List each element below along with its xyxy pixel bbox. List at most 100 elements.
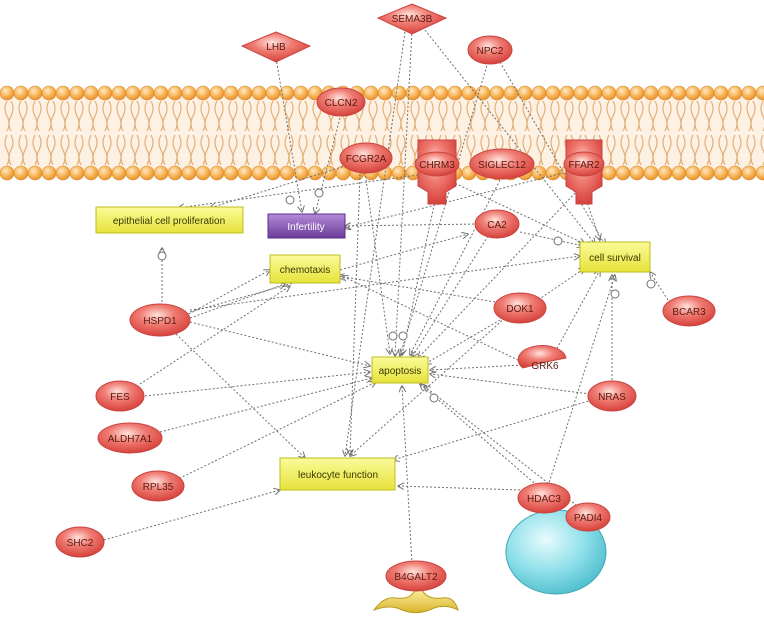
node-label-chrm3: CHRM3 <box>419 160 455 171</box>
edge-grk6-chemotaxis <box>342 276 523 363</box>
node-aldh7a1[interactable]: ALDH7A1 <box>97 422 163 454</box>
inhibit-marker <box>285 195 295 205</box>
node-label-rpl35: RPL35 <box>143 482 174 493</box>
process-label-infertility: Infertility <box>287 222 324 233</box>
node-label-siglec12: SIGLEC12 <box>478 160 526 171</box>
node-b4galt2[interactable]: B4GALT2 <box>385 560 447 592</box>
edge-rpl35-apoptosis <box>171 382 376 483</box>
inhibit-marker <box>429 393 439 403</box>
inhibit-marker <box>157 251 167 261</box>
edge-dok1-apoptosis <box>425 319 501 364</box>
edge-fes-chemotaxis <box>139 286 290 385</box>
node-label-nras: NRAS <box>598 392 626 403</box>
ffar2-receptor[interactable]: FFAR2 <box>563 139 605 205</box>
process-apoptosis[interactable]: apoptosis <box>371 356 429 384</box>
edge-hspd1-chemotaxis-b <box>189 284 285 319</box>
edge-shc2-leukocyte <box>103 490 280 541</box>
edge-bcar3-cell-survival <box>650 272 669 301</box>
process-infertility[interactable]: Infertility <box>267 213 346 239</box>
nodes-ellipses: NPC2 CLCN2 FCGR2A SIGLEC12 CA2 HSPD1 DOK… <box>55 35 716 592</box>
edge-chrm3-epithelial <box>178 174 419 208</box>
node-label-lhb: LHB <box>266 42 286 53</box>
node-grk6[interactable]: GRK6 <box>517 345 567 372</box>
node-label-dok1: DOK1 <box>506 304 534 315</box>
node-label-aldh7a1: ALDH7A1 <box>108 434 153 445</box>
edge-chrm3-apoptosis <box>402 195 437 355</box>
node-label-grk6: GRK6 <box>531 361 559 372</box>
edge-ca2-cell-survival <box>519 231 583 246</box>
node-bcar3[interactable]: BCAR3 <box>662 295 716 327</box>
process-leukocyte-function[interactable]: leukocyte function <box>279 457 396 491</box>
node-label-ffar2: FFAR2 <box>568 160 600 171</box>
node-lhb[interactable]: LHB <box>240 31 312 63</box>
node-sema3b[interactable]: SEMA3B <box>376 3 448 35</box>
edge-markers <box>157 188 656 403</box>
inhibit-marker <box>553 236 563 246</box>
node-clcn2[interactable]: CLCN2 <box>316 87 366 117</box>
node-label-fes: FES <box>110 392 130 403</box>
edge-nras-leukocyte <box>393 399 593 460</box>
edge-grk6-cell-survival <box>554 270 600 353</box>
edge-dok1-cell-survival <box>534 268 585 303</box>
edge-hdac3-apoptosis <box>420 384 541 489</box>
node-label-b4galt2: B4GALT2 <box>394 572 438 583</box>
edge-hdac3-leukocyte <box>398 486 521 491</box>
node-label-clcn2: CLCN2 <box>325 98 358 109</box>
edge-b4galt2-apoptosis <box>402 386 413 565</box>
node-fes[interactable]: FES <box>95 380 145 412</box>
process-label-epithelial: epithelial cell proliferation <box>113 216 225 227</box>
node-hdac3[interactable]: HDAC3 <box>517 482 571 514</box>
node-dok1[interactable]: DOK1 <box>493 292 547 324</box>
edges <box>103 29 669 565</box>
process-label-cell-survival: cell survival <box>589 253 641 264</box>
node-shc2[interactable]: SHC2 <box>55 526 105 558</box>
process-label-apoptosis: apoptosis <box>379 366 422 377</box>
node-label-npc2: NPC2 <box>477 46 504 57</box>
edge-dok1-leukocyte <box>350 317 506 456</box>
edge-ffar2-apoptosis <box>418 189 579 358</box>
process-label-chemotaxis: chemotaxis <box>280 265 331 276</box>
edge-sema3b-apoptosis <box>395 29 413 356</box>
node-label-fcgr2a: FCGR2A <box>346 154 387 165</box>
node-npc2[interactable]: NPC2 <box>467 35 513 65</box>
node-label-bcar3: BCAR3 <box>672 307 706 318</box>
edge-fcgr2a-apoptosis <box>364 171 390 354</box>
edge-ca2-apoptosis <box>412 235 489 357</box>
edge-clcn2-infertility <box>315 117 341 214</box>
node-label-ca2: CA2 <box>487 220 507 231</box>
edge-aldh7a1-apoptosis <box>159 378 372 433</box>
process-cell-survival[interactable]: cell survival <box>579 241 651 273</box>
process-epithelial-cell-proliferation[interactable]: epithelial cell proliferation <box>95 206 244 234</box>
node-label-sema3b: SEMA3B <box>392 14 433 25</box>
node-ca2[interactable]: CA2 <box>474 209 520 239</box>
inhibit-marker <box>610 289 620 299</box>
inhibit-marker <box>646 279 656 289</box>
process-chemotaxis[interactable]: chemotaxis <box>269 254 341 284</box>
edge-sema3b-cell-survival <box>424 29 595 244</box>
edge-hspd1-apoptosis <box>189 321 370 366</box>
inhibit-marker <box>388 331 398 341</box>
node-rpl35[interactable]: RPL35 <box>131 470 185 502</box>
node-label-padi4: PADI4 <box>574 513 603 524</box>
chrm3-receptor[interactable]: CHRM3 <box>414 139 460 205</box>
node-fcgr2a[interactable]: FCGR2A <box>339 142 393 174</box>
node-padi4[interactable]: PADI4 <box>565 502 611 532</box>
node-hspd1[interactable]: HSPD1 <box>129 303 191 337</box>
edge-siglec12-apoptosis <box>410 179 501 355</box>
edge-fcgr2a-leukocyte <box>350 173 361 455</box>
node-label-hdac3: HDAC3 <box>527 494 561 505</box>
node-siglec12[interactable]: SIGLEC12 <box>469 148 535 180</box>
edge-hspd1-leukocyte <box>175 333 305 458</box>
edge-npc2-apoptosis <box>400 61 489 356</box>
inhibit-marker <box>314 188 324 198</box>
edge-npc2-cell-survival <box>499 61 605 245</box>
edge-hspd1-cell-survival <box>189 256 580 311</box>
edge-hdac3-cell-survival <box>547 275 615 487</box>
node-label-shc2: SHC2 <box>67 538 94 549</box>
transmembrane-receptor-shape <box>372 587 459 614</box>
edge-grk6-apoptosis <box>430 364 523 370</box>
node-label-hspd1: HSPD1 <box>143 316 177 327</box>
node-nras[interactable]: NRAS <box>587 380 637 412</box>
edge-ca2-infertility <box>345 224 479 226</box>
edge-sema3b-leukocyte <box>345 31 406 456</box>
